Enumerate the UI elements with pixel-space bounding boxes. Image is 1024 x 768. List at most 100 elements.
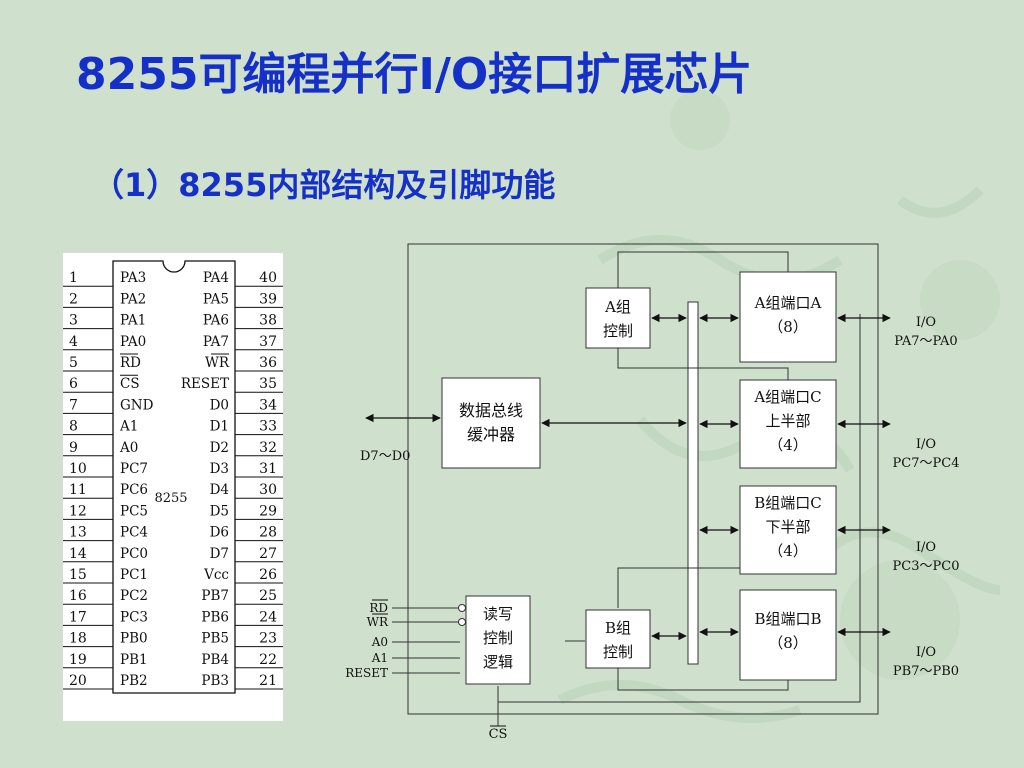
- pin-number: 24: [259, 609, 277, 625]
- pin-number: 16: [69, 588, 87, 604]
- pin-number: 38: [259, 313, 277, 329]
- pin-name: PC3: [120, 609, 148, 625]
- pin-number: 7: [69, 397, 78, 413]
- port-c-upper-line3: （4）: [768, 436, 808, 454]
- pin-name: PB7: [201, 588, 229, 604]
- pin-number: 14: [69, 546, 87, 562]
- pin-number: 32: [259, 440, 277, 456]
- pin-name: D6: [210, 525, 229, 541]
- pin-name: PC1: [120, 567, 148, 583]
- pin-number: 21: [259, 673, 277, 689]
- port-c-upper: A组端口C 上半部 （4）: [739, 379, 837, 469]
- group-a-control-line1: A组: [604, 298, 631, 316]
- pin-name: PA0: [120, 334, 146, 350]
- pin-name: RESET: [181, 376, 229, 392]
- pin-name: CS: [120, 376, 140, 392]
- pin-name: D5: [210, 503, 229, 519]
- pin-name: PC2: [120, 588, 148, 604]
- pin-number: 22: [259, 652, 277, 668]
- io-a-line2: PA7～PA0: [894, 334, 957, 349]
- pin-number: 2: [69, 291, 78, 307]
- data-bus-buffer-line2: 缓冲器: [467, 425, 515, 444]
- pin-number: 30: [259, 482, 277, 498]
- control-wiring: [497, 251, 861, 726]
- group-b-control-line2: 控制: [603, 643, 633, 661]
- pin-name: PC5: [120, 503, 148, 519]
- pin-number: 26: [259, 567, 277, 583]
- port-c-lower-line1: B组端口C: [754, 494, 822, 512]
- pin-number: 39: [259, 291, 277, 307]
- internal-structure-diagram: 数据总线 缓冲器 A组 控制 B组 控制 读写 控制 逻辑 A组端口A （8） …: [345, 243, 960, 742]
- pin-name: PA6: [203, 313, 229, 329]
- pin-number: 17: [69, 609, 87, 625]
- pin-name: GND: [120, 397, 154, 413]
- pin-number: 10: [69, 461, 87, 477]
- internal-data-bus: [687, 301, 699, 665]
- pin-name: RD: [120, 355, 141, 371]
- pin-name: PB3: [201, 673, 229, 689]
- control-input-label: A0: [371, 635, 388, 649]
- cs-label: CS: [489, 727, 508, 742]
- pin-number: 31: [259, 461, 277, 477]
- pin-name: PC6: [120, 482, 148, 498]
- pin-number: 19: [69, 652, 87, 668]
- chip-body: [112, 260, 236, 694]
- pin-name: D0: [210, 397, 229, 413]
- pin-number: 23: [259, 631, 277, 647]
- group-b-control: B组 控制: [585, 609, 651, 669]
- control-input-label: A1: [371, 651, 388, 665]
- data-bus-buffer: 数据总线 缓冲器: [441, 377, 541, 469]
- io-labels: I/O PA7～PA0 I/O PC7～PC4 I/O PC3～PC0 I/O …: [893, 315, 960, 679]
- pin-number: 4: [69, 334, 78, 350]
- group-b-control-line1: B组: [605, 619, 631, 637]
- pin-name: PA4: [203, 270, 229, 286]
- port-c-lower-line2: 下半部: [765, 518, 810, 536]
- group-a-control-line2: 控制: [603, 322, 633, 340]
- pin-number: 35: [259, 376, 277, 392]
- io-b-line2: PB7～PB0: [893, 664, 959, 679]
- inverter-bubble: [458, 618, 466, 626]
- port-b-line1: B组端口B: [754, 610, 821, 628]
- port-b: B组端口B （8）: [739, 589, 837, 681]
- page-title: 8255可编程并行I/O接口扩展芯片: [76, 49, 753, 100]
- rw-logic-line3: 逻辑: [483, 653, 513, 671]
- pin-number: 12: [69, 503, 87, 519]
- section-subtitle: （1）8255内部结构及引脚功能: [92, 166, 556, 204]
- pin-name: PC0: [120, 546, 148, 562]
- pin-name: PA3: [120, 270, 146, 286]
- pin-name: D1: [210, 419, 229, 435]
- pin-name: D4: [210, 482, 229, 498]
- io-c-upper-line2: PC7～PC4: [893, 456, 960, 471]
- rw-logic-line1: 读写: [483, 605, 513, 623]
- inverter-bubble: [458, 604, 466, 612]
- io-b-line1: I/O: [916, 645, 936, 660]
- read-write-control-logic: 读写 控制 逻辑: [465, 595, 531, 685]
- pin-name: PC7: [120, 461, 148, 477]
- chip-label: 8255: [154, 491, 187, 506]
- pin-number: 40: [259, 270, 277, 286]
- pin-name: Vcc: [203, 567, 229, 583]
- pin-name: PA5: [203, 291, 229, 307]
- pin-number: 34: [259, 397, 277, 413]
- pin-name: D7: [210, 546, 229, 562]
- pin-number: 6: [69, 376, 78, 392]
- port-b-line2: （8）: [768, 634, 808, 652]
- pin-name: PB6: [201, 609, 229, 625]
- port-c-upper-line1: A组端口C: [753, 388, 821, 406]
- pin-number: 36: [259, 355, 277, 371]
- pin-name: PB0: [120, 631, 148, 647]
- io-c-lower-line1: I/O: [916, 540, 936, 555]
- pin-number: 20: [69, 673, 87, 689]
- port-a-line1: A组端口A: [754, 294, 822, 312]
- pin-name: PB1: [120, 652, 148, 668]
- pin-name: PB5: [201, 631, 229, 647]
- control-input-label: WR: [367, 615, 389, 629]
- pin-number: 9: [69, 440, 78, 456]
- pin-number: 11: [69, 482, 87, 498]
- pin-number: 37: [259, 334, 277, 350]
- port-a: A组端口A （8）: [739, 271, 837, 363]
- data-flow-arrows: [365, 313, 891, 641]
